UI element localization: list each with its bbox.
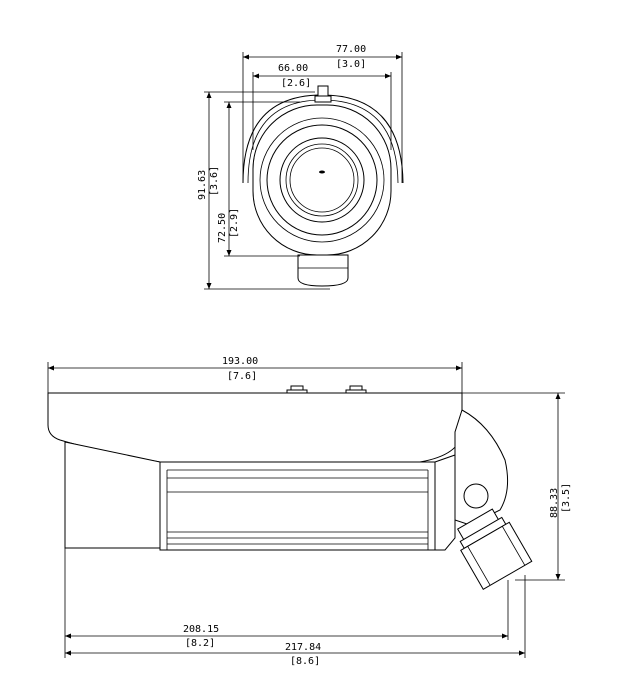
front-mount	[297, 254, 349, 287]
front-lens	[279, 137, 365, 223]
dim-height-side-mm: 88.33	[549, 488, 560, 518]
dim-height-total-mm: 91.63	[197, 170, 208, 200]
dim-width-outer-mm: 77.00	[336, 44, 366, 55]
side-bracket	[454, 409, 509, 526]
dim-width-inner-in: [2.6]	[281, 78, 311, 89]
side-body	[159, 461, 436, 551]
dim-length-mid-in: [8.2]	[185, 638, 215, 649]
dim-width-inner-mm: 66.00	[278, 63, 308, 74]
side-view: 193.00 [7.6] 88.33 [3.5] 208.15 [8.2] 21…	[47, 356, 572, 667]
dim-length-top-mm: 193.00	[222, 356, 258, 367]
front-view: 77.00 [3.0] 66.00 [2.6] 91.63 [3.6] 72.5…	[197, 44, 404, 290]
dim-height-total-in: [3.6]	[209, 166, 220, 196]
dim-height-body-mm: 72.50	[217, 213, 228, 243]
dim-length-mid-mm: 208.15	[183, 624, 219, 635]
dim-height-side-in: [3.5]	[561, 483, 572, 513]
front-housing	[252, 104, 392, 256]
dim-length-top-in: [7.6]	[227, 371, 257, 382]
dim-height-body-in: [2.9]	[229, 208, 240, 238]
dim-width-outer-in: [3.0]	[336, 59, 366, 70]
dim-length-total-in: [8.6]	[290, 656, 320, 667]
dim-length-total-mm: 217.84	[285, 642, 321, 653]
